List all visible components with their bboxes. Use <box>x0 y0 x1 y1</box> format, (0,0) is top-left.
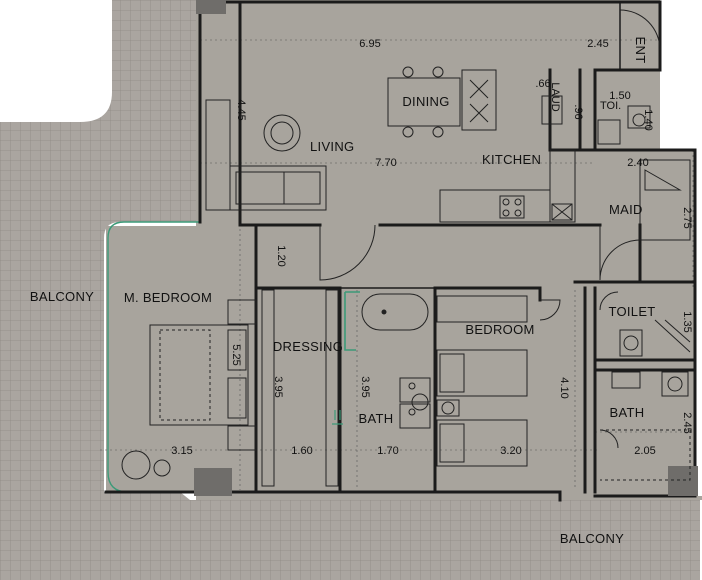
kitchen-counter <box>439 149 576 223</box>
laundry-fixtures <box>541 95 651 145</box>
right-bath-fixtures <box>600 319 691 481</box>
dim-395-a: 3.95 <box>272 376 284 397</box>
room-label-bath-1: BATH <box>359 411 394 426</box>
dressing-wardrobes <box>261 289 339 487</box>
maid-furniture <box>639 159 691 241</box>
dim-120: 1.20 <box>275 245 287 266</box>
dim-410: 4.10 <box>558 377 570 398</box>
living-furniture <box>205 99 327 211</box>
room-label-bath-2: BATH <box>610 405 645 420</box>
dim-170: 1.70 <box>377 445 398 457</box>
dim-66: .66 <box>535 78 550 90</box>
dim-240: 2.40 <box>627 157 648 169</box>
master-bed <box>121 299 257 480</box>
dining-furniture <box>387 66 497 138</box>
room-label-living: LIVING <box>310 139 354 154</box>
dim-320: 3.20 <box>500 445 521 457</box>
dim-135: 1.35 <box>681 311 693 332</box>
room-label-master-bedroom: M. BEDROOM <box>124 290 212 305</box>
walls <box>104 0 697 502</box>
room-label-bedroom: BEDROOM <box>465 322 534 337</box>
room-label-toi: TOI. <box>600 100 621 112</box>
room-label-maid: MAID <box>609 202 643 217</box>
dim-150: 1.50 <box>609 90 630 102</box>
dim-245-right: 2.45 <box>681 412 693 433</box>
dim-445: 4.45 <box>235 99 247 120</box>
grid-lines <box>100 14 694 490</box>
dim-205: 2.05 <box>634 445 655 457</box>
room-label-toilet: TOILET <box>608 304 655 319</box>
dim-525: 5.25 <box>230 344 242 365</box>
bathtub <box>361 293 431 429</box>
bedroom-beds <box>436 295 528 467</box>
dim-96: .96 <box>572 104 584 119</box>
dim-695: 6.95 <box>359 38 380 50</box>
dim-395-b: 3.95 <box>359 376 371 397</box>
room-label-balcony-left: BALCONY <box>30 289 94 304</box>
room-label-laundry: LAUD <box>549 82 561 111</box>
room-label-dressing: DRESSING <box>273 339 343 354</box>
entrance-outside <box>660 0 702 150</box>
dim-160: 1.60 <box>291 445 312 457</box>
dim-140: 1.40 <box>642 109 654 130</box>
master-bedroom-floor <box>106 226 256 492</box>
right-edge-white <box>695 150 702 496</box>
dimension-labels: 6.95 2.45 4.45 7.70 1.50 1.40 .66 .96 2.… <box>171 38 693 457</box>
room-label-kitchen: KITCHEN <box>482 152 541 167</box>
shower-drain-icon <box>332 410 343 425</box>
thin-walls <box>339 1 621 289</box>
columns <box>194 0 698 496</box>
room-label-dining: DINING <box>402 94 449 109</box>
dim-315: 3.15 <box>171 445 192 457</box>
interior-floor <box>196 0 702 500</box>
room-label-balcony-bottom: BALCONY <box>560 531 624 546</box>
dim-770: 7.70 <box>375 157 396 169</box>
room-label-entrance: ENT <box>633 37 648 64</box>
bath-glass <box>344 291 360 351</box>
dim-275: 2.75 <box>681 207 693 228</box>
dim-245-top: 2.45 <box>587 38 608 50</box>
room-labels: DINING LIVING KITCHEN MAID M. BEDROOM DR… <box>30 37 655 546</box>
